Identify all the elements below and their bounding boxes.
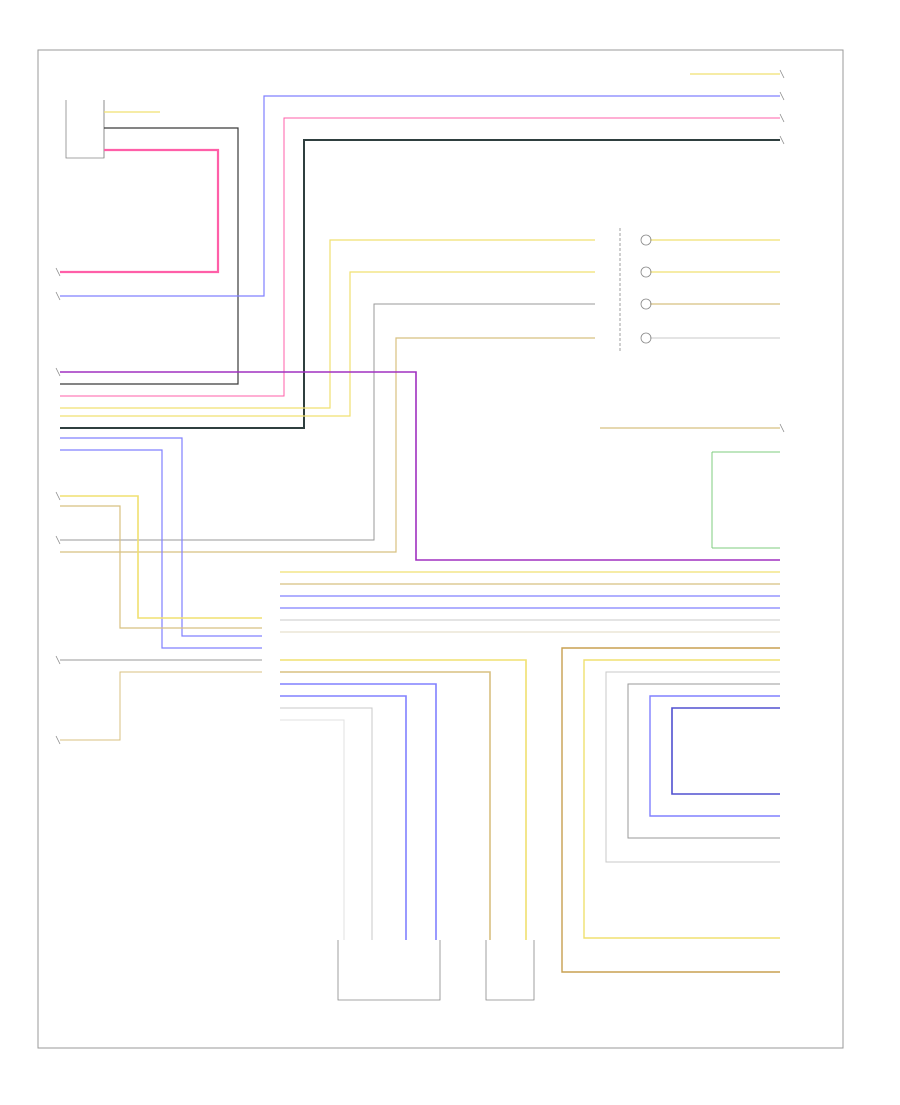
bottom-harness-gray	[280, 707, 373, 940]
right-lower-gray-2	[627, 683, 780, 839]
left-terminal-markers	[55, 267, 61, 745]
wire-violet-bundle	[60, 437, 262, 637]
bottom-sensor-right	[485, 940, 535, 1001]
connector-2	[640, 266, 652, 278]
right-lower-violet-1	[649, 695, 780, 817]
connector-1	[640, 234, 652, 246]
right-lower-orange	[561, 647, 780, 973]
wire-violet-bundle-2	[60, 449, 262, 649]
right-lower-violet-2	[671, 707, 780, 795]
wire-yellow-mid-1	[60, 239, 595, 409]
wire-tan-mid-4	[60, 337, 595, 553]
wire-violet-top	[60, 95, 780, 297]
wire-purple-long	[60, 371, 780, 561]
wire-yellow-left-1	[60, 495, 262, 619]
bottom-harness-lightgray	[280, 719, 345, 940]
wire-dark-top	[60, 139, 780, 429]
wire-pink-top	[60, 117, 780, 397]
bottom-harness-violet-2	[280, 695, 407, 940]
wire-yellow-mid-2	[60, 271, 595, 417]
right-lower-yellow	[583, 659, 780, 939]
bottom-harness-tan	[280, 671, 491, 940]
bottom-harness-yellow	[280, 659, 527, 940]
wire-tan-left-2	[60, 505, 262, 629]
left-sensor-component	[65, 100, 105, 159]
diagram-border	[37, 49, 844, 1049]
bottom-sensor-left	[337, 940, 441, 1001]
bottom-harness-violet-1	[280, 683, 437, 940]
wire-tan-lower	[60, 671, 262, 741]
connector-4	[640, 332, 652, 344]
right-terminal-markers	[779, 69, 785, 433]
right-lower-gray-1	[605, 671, 780, 863]
wire-pink-left-sensor	[60, 148, 220, 274]
wire-gray-mid-3	[60, 303, 595, 541]
wire-dark-left-sensor	[60, 127, 239, 385]
connector-3	[640, 298, 652, 310]
